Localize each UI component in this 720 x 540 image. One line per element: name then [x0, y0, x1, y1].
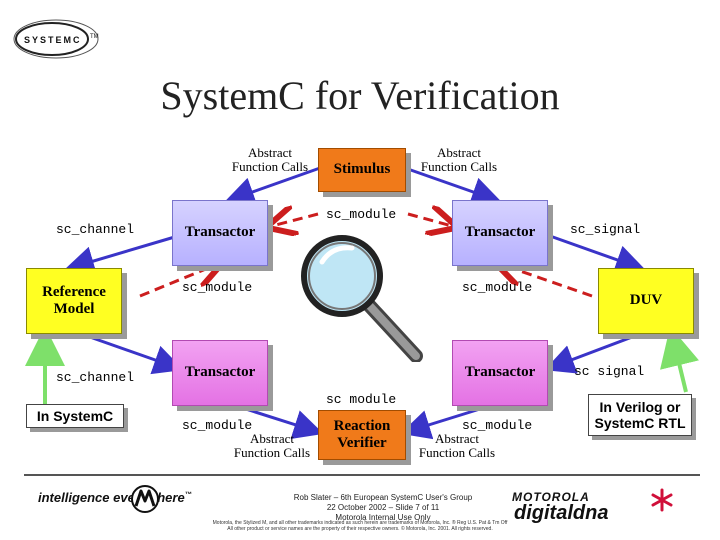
sc-signal-top-label: sc_signal: [570, 222, 640, 237]
footer-presentation-info: Rob Slater – 6th European SystemC User's…: [258, 493, 508, 523]
footer-tagline: intelligence everywhere™: [38, 490, 192, 505]
magnifier-icon: [298, 232, 428, 362]
abstract-label-top-left: Abstract Function Calls: [228, 146, 312, 175]
note-in-verilog: In Verilog or SystemC RTL: [588, 394, 692, 436]
reference-model-box: Reference Model: [26, 268, 122, 334]
sc-channel-top-label: sc_channel: [56, 222, 134, 237]
reaction-verifier-box: Reaction Verifier: [318, 410, 406, 460]
sc-signal-bottom-label: sc signal: [574, 364, 644, 379]
stimulus-box: Stimulus: [318, 148, 406, 192]
sc-module-right-mid-label: sc_module: [462, 280, 532, 295]
sc-module-bottom-right-label: sc_module: [462, 418, 532, 433]
transactor-top-right: Transactor: [452, 200, 548, 266]
sc-channel-bottom-label: sc_channel: [56, 370, 134, 385]
digitaldna-star-icon: [650, 488, 674, 512]
motorola-batwing-icon: [130, 484, 160, 514]
footer-legal-2: All other product or service names are t…: [190, 526, 530, 532]
footer-date-slide: 22 October 2002 – Slide 7 of 11: [258, 503, 508, 513]
arrow-transactor-tr-to-duv: [550, 236, 640, 268]
arrow-transactor-tl-to-reference: [70, 236, 178, 268]
arrow-reference-to-transactor-bl: [70, 330, 178, 368]
sc-module-bottom-left-label: sc_module: [182, 418, 252, 433]
arrow-duv-to-transactor-br: [550, 334, 640, 368]
red-dash-top-right: [408, 214, 452, 226]
abstract-label-bottom-right: Abstract Function Calls: [412, 432, 502, 461]
transactor-bottom-right: Transactor: [452, 340, 548, 406]
duv-box: DUV: [598, 268, 694, 334]
footer-legal: Motorola, the Stylized M, and all other …: [190, 520, 530, 532]
note-in-systemc: In SystemC: [26, 404, 124, 428]
abstract-label-bottom-left: Abstract Function Calls: [230, 432, 314, 461]
footer-presenter: Rob Slater – 6th European SystemC User's…: [258, 493, 508, 503]
green-arrow-right: [672, 334, 686, 392]
abstract-label-top-right: Abstract Function Calls: [414, 146, 504, 175]
red-dash-top-left: [272, 214, 318, 226]
sc-module-top-label: sc_module: [326, 207, 396, 222]
transactor-bottom-left: Transactor: [172, 340, 268, 406]
digitaldna-wordmark: digitaldna: [514, 502, 608, 525]
sc-module-bottom-center-label: sc module: [326, 392, 396, 407]
footer-divider: [24, 474, 700, 476]
sc-module-left-mid-label: sc_module: [182, 280, 252, 295]
transactor-top-left: Transactor: [172, 200, 268, 266]
